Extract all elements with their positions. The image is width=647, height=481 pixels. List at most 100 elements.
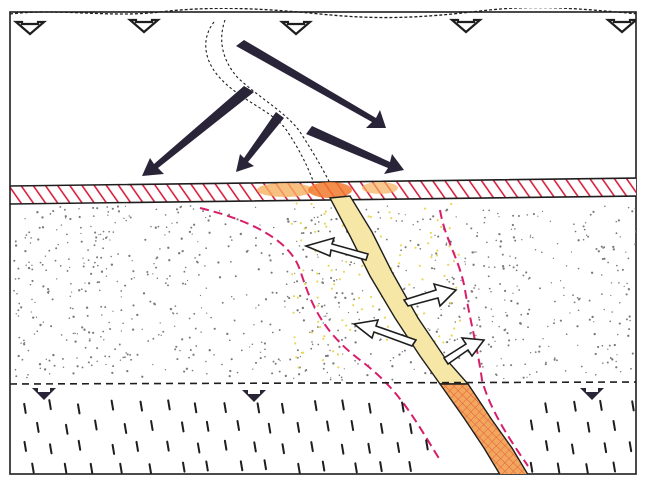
stipple-dot (518, 289, 520, 291)
stipple-dot (198, 274, 200, 276)
stipple-dot (240, 233, 242, 235)
leak-dot (400, 244, 402, 246)
stipple-dot (56, 229, 57, 230)
stipple-dot (72, 372, 74, 374)
stipple-dot (164, 234, 165, 235)
stipple-dot (76, 365, 78, 367)
leak-dot (295, 356, 297, 358)
stipple-dot (483, 265, 485, 267)
stipple-dot (589, 319, 591, 321)
stipple-dot (322, 278, 323, 279)
stipple-dot (417, 244, 419, 246)
stipple-dot (584, 229, 586, 231)
stipple-dot (512, 293, 513, 294)
stipple-dot (506, 315, 508, 317)
stipple-dot (159, 248, 161, 250)
leak-dot (455, 287, 457, 289)
leak-dot (450, 203, 452, 205)
stipple-dot (456, 216, 457, 217)
stipple-dot (480, 350, 482, 352)
stipple-dot (188, 357, 190, 359)
stipple-dot (341, 379, 343, 381)
stipple-dot (514, 228, 516, 230)
stipple-dot (338, 346, 340, 348)
leak-dot (430, 232, 432, 234)
stipple-dot (287, 296, 289, 298)
stipple-dot (536, 371, 538, 373)
stipple-dot (323, 322, 325, 324)
stipple-dot (474, 284, 476, 286)
stipple-dot (345, 337, 347, 339)
stipple-dot (424, 291, 425, 292)
stipple-dot (400, 249, 402, 251)
leak-dot (390, 217, 392, 219)
stipple-dot (69, 218, 71, 220)
stipple-dot (193, 224, 195, 226)
stipple-dot (556, 359, 558, 361)
stipple-dot (229, 370, 231, 372)
stipple-dot (337, 329, 339, 331)
stipple-dot (595, 353, 597, 355)
stipple-dot (101, 271, 103, 273)
stipple-dot (199, 254, 201, 256)
stipple-dot (120, 290, 122, 292)
stipple-dot (504, 290, 506, 292)
stipple-dot (366, 374, 368, 376)
stipple-dot (98, 234, 99, 235)
stipple-dot (206, 373, 208, 375)
stipple-dot (628, 207, 630, 209)
leak-dot (389, 211, 391, 213)
leak-dot (414, 247, 416, 249)
stipple-dot (503, 329, 505, 331)
stipple-dot (195, 345, 197, 347)
stipple-dot (391, 365, 393, 367)
stipple-dot (464, 261, 465, 262)
stipple-dot (61, 334, 63, 336)
stipple-dot (109, 328, 111, 330)
stipple-dot (231, 358, 233, 360)
stipple-dot (106, 275, 107, 276)
stipple-dot (260, 352, 261, 353)
stipple-dot (42, 226, 44, 228)
stipple-dot (165, 282, 167, 284)
stipple-dot (99, 290, 101, 292)
stipple-dot (72, 308, 74, 310)
stipple-dot (366, 209, 368, 211)
stipple-dot (68, 258, 70, 260)
stipple-dot (176, 222, 178, 224)
stipple-dot (16, 293, 18, 295)
leak-dot (438, 335, 440, 337)
stipple-dot (620, 236, 621, 237)
stipple-dot (60, 265, 62, 267)
stipple-dot (63, 366, 64, 367)
stipple-dot (607, 349, 608, 350)
stipple-dot (77, 333, 78, 334)
stipple-dot (607, 362, 609, 364)
stipple-dot (82, 258, 83, 259)
stipple-dot (413, 287, 415, 289)
stipple-dot (157, 278, 159, 280)
stipple-dot (89, 340, 91, 342)
stipple-dot (26, 377, 28, 379)
stipple-dot (591, 316, 593, 318)
stipple-dot (255, 362, 257, 364)
stipple-dot (492, 336, 494, 338)
stipple-dot (455, 321, 457, 323)
stipple-dot (516, 270, 518, 272)
leak-dot (370, 216, 372, 218)
stipple-dot (330, 379, 332, 381)
stipple-dot (516, 264, 518, 266)
leak-dot (436, 254, 438, 256)
stipple-dot (52, 210, 54, 212)
stipple-dot (85, 290, 87, 292)
stipple-dot (329, 230, 331, 232)
stipple-dot (13, 260, 15, 262)
stipple-dot (616, 265, 618, 267)
stipple-dot (209, 215, 211, 217)
leak-dot (436, 250, 438, 252)
stipple-dot (572, 294, 574, 296)
stipple-dot (563, 295, 564, 296)
stipple-dot (474, 252, 475, 253)
stipple-dot (502, 265, 504, 267)
stipple-dot (186, 368, 188, 370)
